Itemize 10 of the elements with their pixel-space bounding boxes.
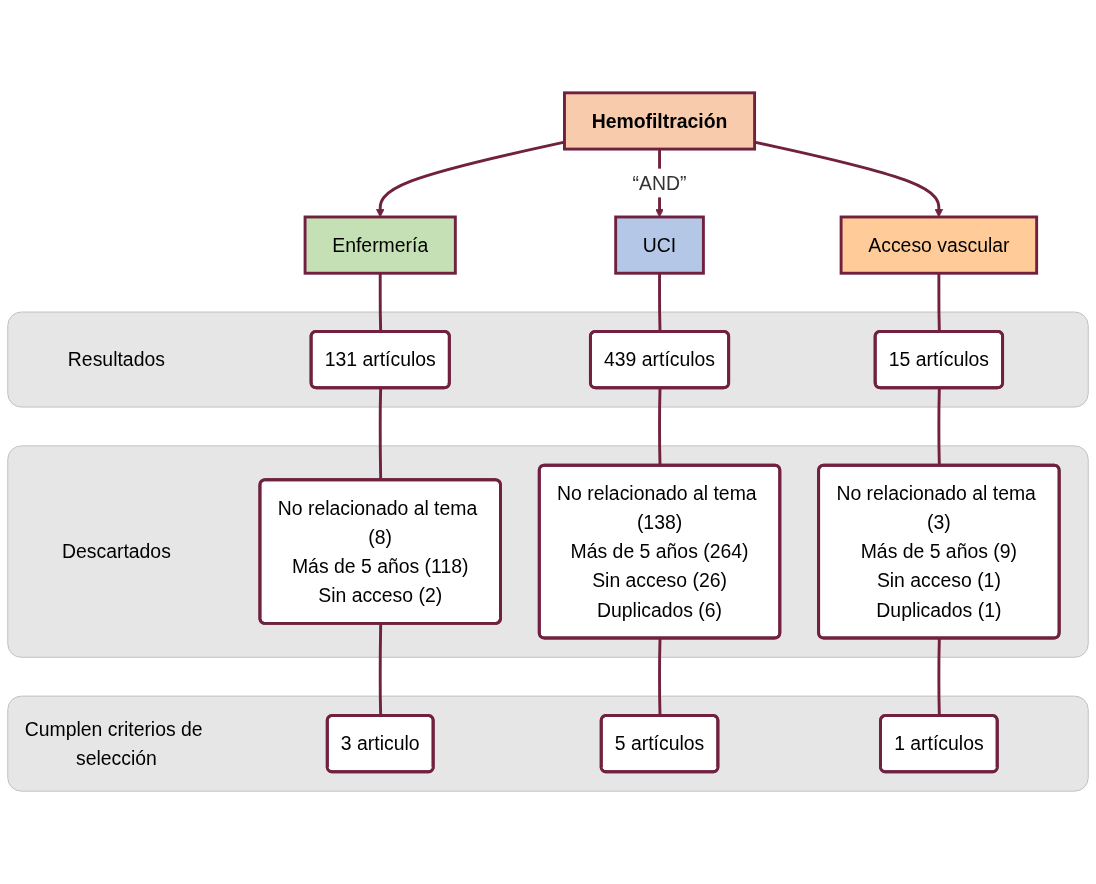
connector bbox=[937, 388, 941, 466]
connector bbox=[658, 273, 662, 332]
connector bbox=[658, 388, 662, 466]
node-box: Hemofiltración bbox=[563, 91, 757, 151]
connector bbox=[937, 273, 941, 332]
node-box: UCI bbox=[614, 215, 705, 275]
node-box: Acceso vascular bbox=[839, 215, 1039, 275]
node-box: Enfermería bbox=[303, 215, 457, 275]
connector bbox=[378, 273, 383, 332]
edge-label: “AND” bbox=[632, 172, 687, 194]
